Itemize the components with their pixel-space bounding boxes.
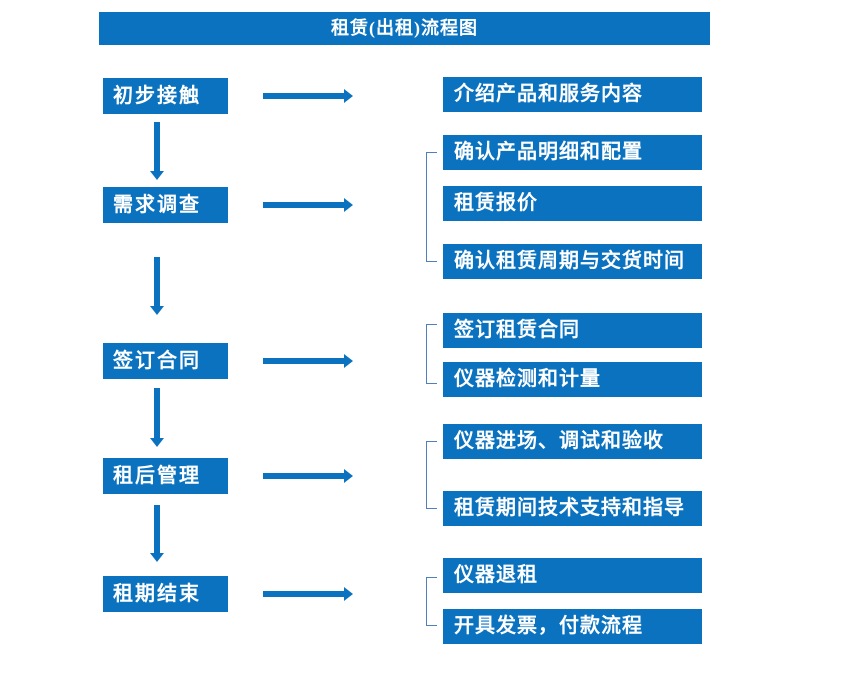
arrow-down-icon xyxy=(150,122,164,180)
arrow-right-icon xyxy=(263,587,353,601)
detail-tech-support: 租赁期间技术支持和指导 xyxy=(443,491,702,526)
bracket-connector xyxy=(426,441,437,509)
step-lease-end: 租期结束 xyxy=(103,576,228,612)
detail-invoice-payment: 开具发票，付款流程 xyxy=(443,609,702,644)
bracket-connector xyxy=(426,577,437,626)
detail-confirm-rental-period: 确认租赁周期与交货时间 xyxy=(443,244,702,279)
detail-sign-rental-contract: 签订租赁合同 xyxy=(443,313,702,348)
detail-instrument-testing: 仪器检测和计量 xyxy=(443,362,702,397)
arrow-down-icon xyxy=(150,505,164,562)
detail-introduce-products: 介绍产品和服务内容 xyxy=(443,77,702,112)
arrow-right-icon xyxy=(263,469,353,483)
detail-rental-quote: 租赁报价 xyxy=(443,186,702,221)
step-initial-contact: 初步接触 xyxy=(103,78,228,114)
detail-confirm-product-config: 确认产品明细和配置 xyxy=(443,135,702,170)
bracket-connector xyxy=(426,152,437,262)
arrow-right-icon xyxy=(263,89,353,103)
detail-instrument-entry: 仪器进场、调试和验收 xyxy=(443,424,702,459)
detail-instrument-return: 仪器退租 xyxy=(443,558,702,593)
step-post-rental-management: 租后管理 xyxy=(103,458,228,494)
flowchart-title: 租赁(出租)流程图 xyxy=(99,12,710,45)
arrow-right-icon xyxy=(263,198,353,212)
bracket-connector xyxy=(426,324,437,384)
arrow-down-icon xyxy=(150,257,164,315)
arrow-down-icon xyxy=(150,388,164,447)
step-demand-survey: 需求调查 xyxy=(103,187,228,223)
arrow-right-icon xyxy=(263,354,353,368)
step-sign-contract: 签订合同 xyxy=(103,343,228,379)
